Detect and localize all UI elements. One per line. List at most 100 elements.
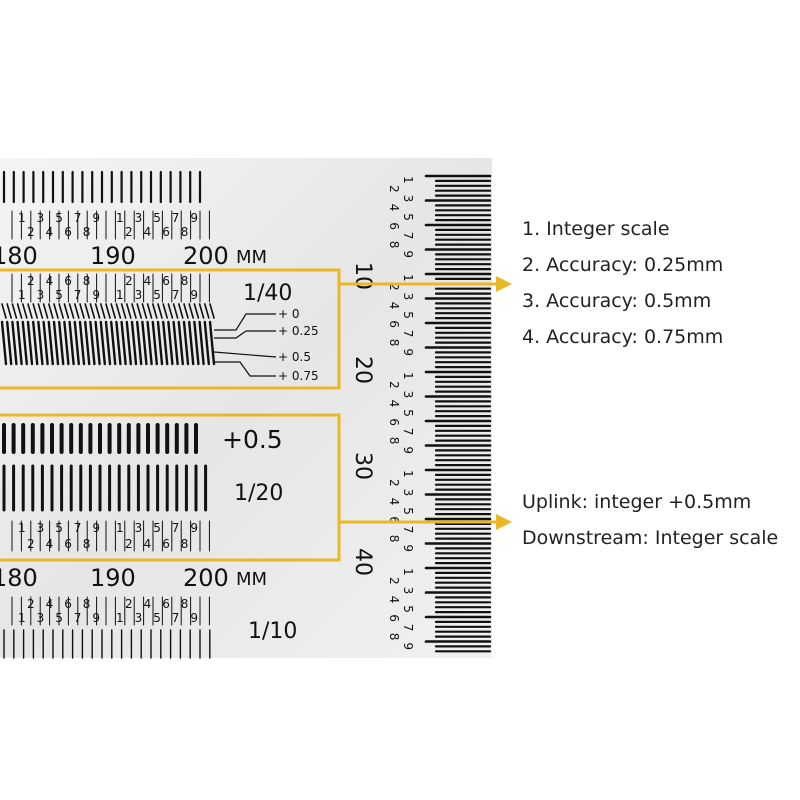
vernier-tooth	[32, 320, 39, 366]
vertical-digit: 2	[387, 479, 401, 487]
fine-digit: 5	[153, 288, 161, 302]
highlight-box-1-20	[0, 413, 341, 562]
vernier-tooth	[84, 303, 90, 319]
vernier-tooth	[172, 303, 179, 319]
fine-digit: 4	[46, 537, 54, 551]
vernier-tooth	[209, 303, 215, 319]
fine-digit: 4	[144, 597, 152, 611]
fine-digit: 9	[190, 611, 198, 625]
fine-digit: 4	[46, 597, 54, 611]
fine-digit: 3	[37, 288, 45, 302]
vernier-tooth	[156, 320, 164, 366]
fine-digit: 1	[116, 611, 124, 625]
vernier-tooth	[178, 303, 184, 319]
vertical-digit: 4	[387, 400, 401, 408]
fine-digit: 7	[74, 611, 82, 625]
vertical-digit: 2	[387, 185, 401, 193]
vernier-tooth	[198, 303, 205, 319]
bottom-label-180: 180	[0, 564, 38, 592]
vernier-tooth	[83, 320, 91, 366]
vernier-tooth	[27, 303, 33, 319]
vernier-tooth	[131, 303, 137, 319]
vernier-tooth	[105, 303, 111, 319]
vernier-tooth	[115, 303, 122, 319]
fine-digit: 1	[18, 611, 26, 625]
vernier-tooth	[188, 303, 194, 319]
fine-digit: 1	[18, 211, 26, 225]
vernier-tooth	[6, 303, 12, 319]
fine-digit: 1	[18, 288, 26, 302]
fine-digit: 6	[162, 274, 170, 288]
fine-digit: 6	[64, 225, 72, 239]
vertical-digit: 6	[387, 418, 401, 426]
fine-digit: 7	[74, 521, 82, 535]
fine-digit: 1	[116, 521, 124, 535]
fine-digit: 8	[181, 274, 189, 288]
top-label-190: 190	[90, 242, 136, 270]
vertical-digit: 5	[401, 409, 415, 417]
bottom-label-190: 190	[90, 564, 136, 592]
vernier-tooth	[89, 320, 96, 366]
vertical-digit: 6	[387, 320, 401, 328]
vernier-tooth	[16, 320, 23, 366]
vernier-tooth	[68, 303, 75, 319]
vernier-tooth	[79, 303, 85, 319]
fine-digit: 3	[135, 211, 143, 225]
vernier-tooth	[125, 320, 133, 366]
vertical-digit: 8	[387, 633, 401, 641]
fine-digit: 7	[172, 521, 180, 535]
ruler-tick-marks	[0, 170, 492, 659]
fine-digit: 6	[64, 537, 72, 551]
vertical-digit: 2	[387, 283, 401, 291]
fine-digit: 4	[144, 225, 152, 239]
vernier-tooth	[32, 303, 39, 319]
vernier-tooth	[135, 320, 143, 366]
highlight-box-1-40	[0, 268, 341, 390]
vertical-label-30: 30	[350, 452, 375, 480]
vernier-tooth	[152, 303, 158, 319]
top-label-180: 180	[0, 242, 38, 270]
vernier-tooth	[37, 303, 44, 319]
vertical-digit: 7	[401, 526, 415, 534]
vernier-tooth	[63, 303, 70, 319]
vernier-tooth	[52, 320, 60, 366]
vernier-tooth	[151, 320, 159, 366]
fine-digit: 8	[83, 537, 91, 551]
vertical-digit: 5	[401, 213, 415, 221]
vernier-tooth	[5, 320, 13, 366]
vernier-tooth	[167, 320, 174, 366]
vernier-tooth	[136, 303, 142, 319]
vertical-digit: 5	[401, 507, 415, 515]
fine-digit: 6	[64, 274, 72, 288]
vertical-digit: 8	[387, 437, 401, 445]
vernier-tooth	[16, 303, 23, 319]
fine-digit: 2	[125, 225, 133, 239]
fine-digit: 7	[74, 288, 82, 302]
ruler-card	[0, 158, 492, 658]
vertical-label-20: 20	[350, 356, 375, 384]
vernier-tooth	[1, 303, 7, 319]
fine-digit: 6	[162, 225, 170, 239]
vertical-digit: 4	[387, 204, 401, 212]
annotation-integer-scale: 1. Integer scale	[522, 218, 670, 240]
fine-digit: 3	[135, 521, 143, 535]
fine-digit: 8	[83, 274, 91, 288]
annotation-accuracy-075: 4. Accuracy: 0.75mm	[522, 326, 724, 348]
fine-digit: 1	[116, 288, 124, 302]
annotation-accuracy-05: 3. Accuracy: 0.5mm	[522, 290, 712, 312]
vertical-digit: 6	[387, 614, 401, 622]
fine-digit: 3	[135, 611, 143, 625]
vertical-digit: 6	[387, 222, 401, 230]
vernier-tooth	[193, 303, 200, 319]
fine-digit: 3	[37, 211, 45, 225]
fine-digit: 5	[153, 211, 161, 225]
vernier-tooth	[208, 320, 216, 366]
arrow-head-1	[496, 276, 512, 292]
vernier-tooth	[167, 303, 174, 319]
vernier-tooth	[68, 320, 75, 366]
fine-digit: 7	[172, 211, 180, 225]
fine-digit: 7	[74, 211, 82, 225]
fine-digit: 5	[55, 521, 63, 535]
vertical-digit: 4	[387, 596, 401, 604]
vertical-digit: 3	[401, 489, 415, 497]
